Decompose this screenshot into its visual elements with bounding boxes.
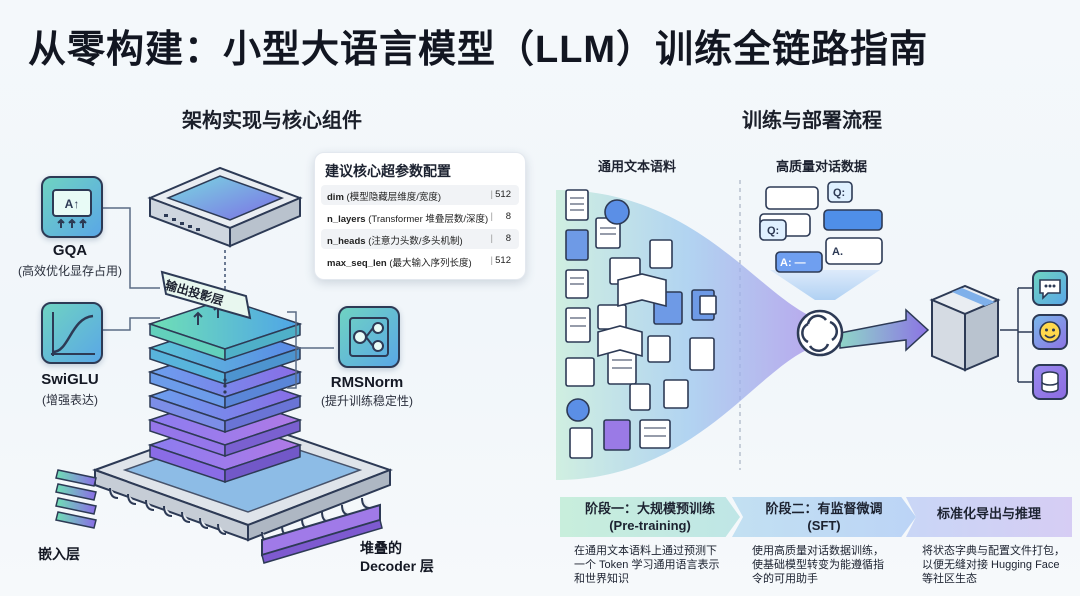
param-desc: (最大输入序列长度) [389, 258, 472, 269]
param-separator: | [490, 189, 493, 200]
decoder-label-line2: Decoder 层 [360, 558, 434, 574]
dialog-tag-q2: Q: [767, 225, 779, 237]
attention-icon: A↑ [41, 176, 103, 238]
stage-3-desc-line: 将状态字典与配置文件打包， [922, 545, 1065, 557]
param-separator: | [490, 211, 493, 222]
param-value: 512 [495, 189, 511, 200]
param-card-title: 建议核心超参数配置 [325, 163, 451, 179]
rmsnorm-label: RMSNorm [330, 374, 404, 391]
training-flow-illustration: Q: Q: A: — A. [556, 180, 1032, 480]
dialog-tag-q1: Q: [833, 187, 845, 199]
param-row: max_seq_len (最大输入序列长度) | 512 [321, 251, 519, 271]
param-key: max_seq_len [327, 258, 387, 269]
param-key: dim [327, 192, 344, 203]
stage-2-bar: 阶段二：有监督微调 (SFT) [732, 497, 916, 537]
hyperparameter-card: 建议核心超参数配置 dim (模型隐藏层维度/宽度) | 512 n_layer… [314, 152, 526, 280]
param-desc: (模型隐藏层维度/宽度) [346, 192, 441, 203]
stage-1-desc-line: 一个 Token 学习通用语言表示 [574, 559, 720, 571]
dialog-data-label: 高质量对话数据 [776, 159, 868, 174]
stage-2-desc-line: 使用高质量对话数据训练， [752, 545, 884, 557]
gqa-label: GQA [52, 242, 88, 259]
param-value: 512 [495, 255, 511, 266]
param-desc: (注意力头数/多头机制) [368, 236, 463, 247]
param-separator: | [490, 233, 493, 244]
stage-1-title: 阶段一：大规模预训练 [584, 501, 715, 516]
decoder-stack-illustration [55, 166, 393, 564]
corpus-label: 通用文本语料 [598, 159, 677, 174]
stage-3-bar: 标准化导出与推理 [906, 497, 1072, 537]
dialog-tag-a2: A. [832, 246, 843, 258]
stage-1-desc-line: 在通用文本语料上通过预测下 [574, 545, 717, 557]
param-separator: | [490, 255, 493, 266]
param-key: n_heads [327, 236, 366, 247]
stage-2-desc-line: 令的可用助手 [752, 573, 818, 585]
dialog-tag-a1: A: — [780, 257, 806, 269]
chat-icon [1032, 270, 1068, 306]
stage-1-desc: 在通用文本语料上通过预测下 一个 Token 学习通用语言表示 和世界知识 [574, 544, 734, 586]
param-value: 8 [505, 211, 511, 222]
decoder-label-line1: 堆叠的 [360, 540, 402, 556]
stage-2-subtitle: (SFT) [807, 518, 841, 533]
circuit-icon [338, 306, 400, 368]
stage-3-desc-line: 等社区生态 [922, 573, 977, 585]
stage-1-subtitle: (Pre-training) [609, 518, 691, 533]
param-key: n_layers [327, 214, 366, 225]
param-row: n_layers (Transformer 堆叠层数/深度) | 8 [321, 207, 519, 227]
stage-1-desc-line: 和世界知识 [574, 573, 629, 585]
param-row: n_heads (注意力头数/多头机制) | 8 [321, 229, 519, 249]
hugging-face-icon [1032, 314, 1068, 350]
rmsnorm-desc: (提升训练稳定性) [321, 394, 413, 408]
page-title: 从零构建：小型大语言模型（LLM）训练全链路指南 [28, 29, 929, 71]
left-section-title: 架构实现与核心组件 [182, 110, 362, 132]
embedding-layer-label: 嵌入层 [38, 546, 80, 562]
activation-curve-icon [41, 302, 103, 364]
swiglu-desc: (增强表达) [42, 393, 98, 407]
stage-2-desc: 使用高质量对话数据训练， 使基础模型转变为能遵循指 令的可用助手 [752, 544, 912, 586]
stage-1-bar: 阶段一：大规模预训练 (Pre-training) [560, 497, 740, 537]
right-section-title: 训练与部署流程 [742, 110, 882, 132]
stage-2-title: 阶段二：有监督微调 [765, 501, 883, 516]
param-row: dim (模型隐藏层维度/宽度) | 512 [321, 185, 519, 205]
param-value: 8 [505, 233, 511, 244]
svg-text:A↑: A↑ [65, 197, 80, 211]
stage-3-title: 标准化导出与推理 [936, 506, 1041, 521]
swiglu-label: SwiGLU [41, 371, 99, 388]
param-desc: (Transformer 堆叠层数/深度) [368, 214, 489, 225]
stage-3-desc-line: 以便无缝对接 Hugging Face [922, 559, 1060, 571]
gqa-desc: (高效优化显存占用) [18, 264, 122, 278]
database-icon [1032, 364, 1068, 400]
stage-3-desc: 将状态字典与配置文件打包， 以便无缝对接 Hugging Face 等社区生态 [922, 544, 1078, 586]
stage-2-desc-line: 使基础模型转变为能遵循指 [752, 559, 884, 571]
